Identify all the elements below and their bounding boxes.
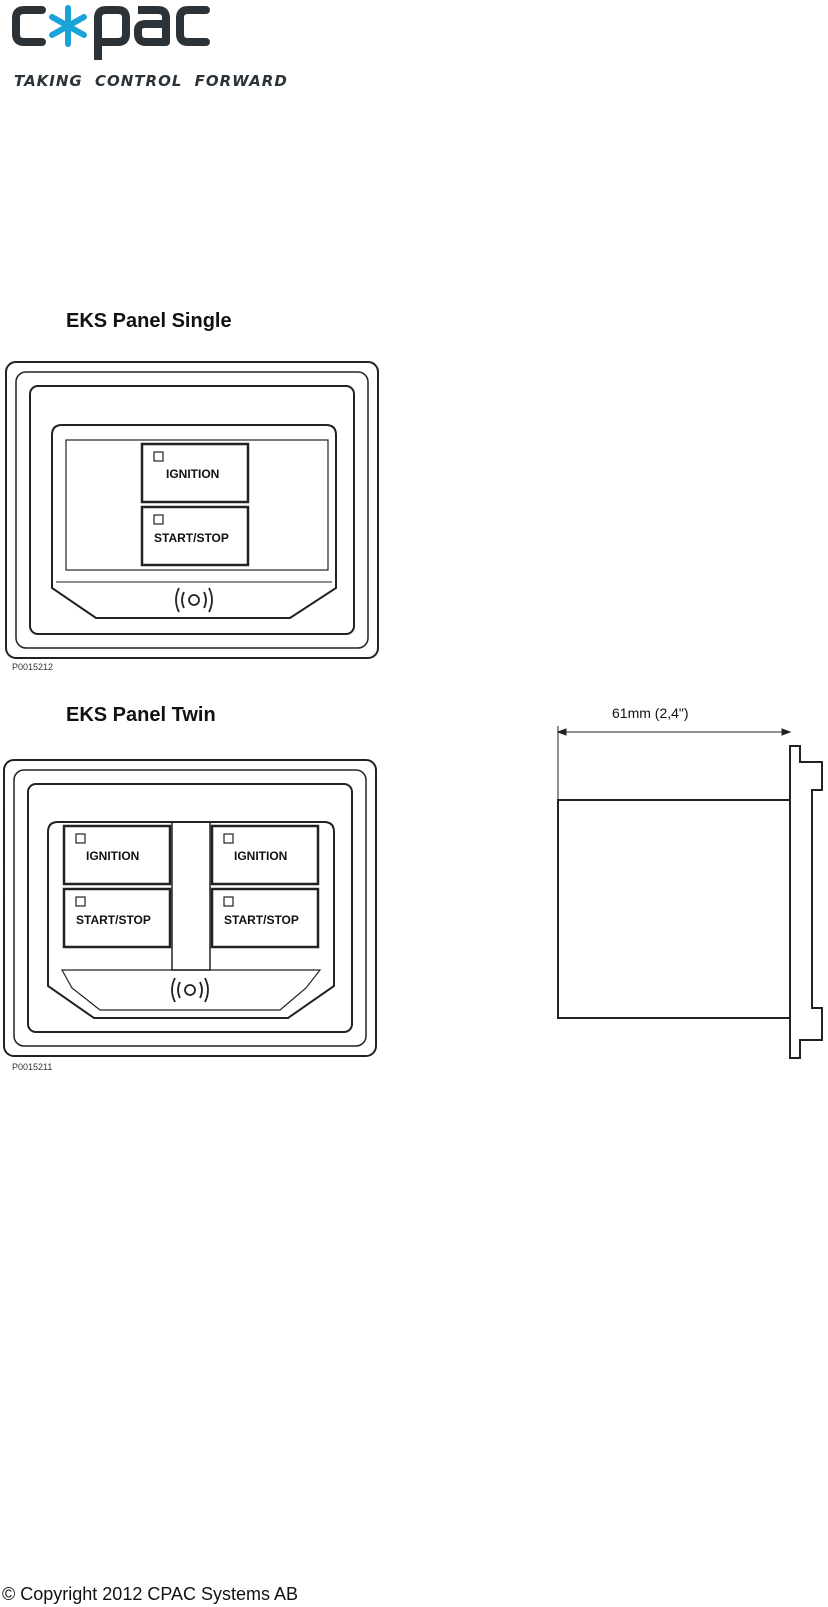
panel-single-figure-code: P0015212 xyxy=(12,662,54,672)
single-startstop-label: START/STOP xyxy=(154,531,229,545)
indicator-square-icon xyxy=(223,833,234,844)
copyright-notice: © Copyright 2012 CPAC Systems AB xyxy=(2,1584,299,1604)
indicator-square-icon xyxy=(75,896,86,907)
asterisk-icon xyxy=(49,5,87,47)
panel-single-title: EKS Panel Single xyxy=(66,310,232,332)
twin-right-startstop-button: START/STOP xyxy=(210,887,320,949)
side-view-drawing xyxy=(556,726,823,1059)
cpac-logo xyxy=(12,0,212,67)
indicator-square-icon xyxy=(153,514,164,525)
single-ignition-button: IGNITION xyxy=(140,442,250,504)
wireless-signal-icon xyxy=(171,977,209,1003)
depth-dimension-label: 61mm (2,4") xyxy=(612,705,689,721)
single-ignition-label: IGNITION xyxy=(166,467,219,481)
panel-single-drawing: IGNITION START/STOP xyxy=(5,361,379,659)
indicator-square-icon xyxy=(75,833,86,844)
indicator-square-icon xyxy=(153,451,164,462)
single-startstop-button: START/STOP xyxy=(140,505,250,567)
wireless-signal-icon xyxy=(175,587,213,613)
twin-left-ignition-label: IGNITION xyxy=(86,849,139,863)
arrow-left-icon xyxy=(556,728,567,736)
arrow-right-icon xyxy=(781,728,792,736)
panel-twin-drawing: IGNITION START/STOP IGNITION START/STOP xyxy=(3,759,377,1057)
panel-twin-figure-code: P0015211 xyxy=(12,1062,53,1072)
tagline: TAKING CONTROL FORWARD xyxy=(14,72,288,90)
twin-left-ignition-button: IGNITION xyxy=(62,824,172,886)
twin-right-ignition-label: IGNITION xyxy=(234,849,287,863)
indicator-square-icon xyxy=(223,896,234,907)
twin-right-ignition-button: IGNITION xyxy=(210,824,320,886)
twin-right-startstop-label: START/STOP xyxy=(224,913,299,927)
twin-left-startstop-label: START/STOP xyxy=(76,913,151,927)
panel-twin-title: EKS Panel Twin xyxy=(66,704,216,726)
twin-left-startstop-button: START/STOP xyxy=(62,887,172,949)
